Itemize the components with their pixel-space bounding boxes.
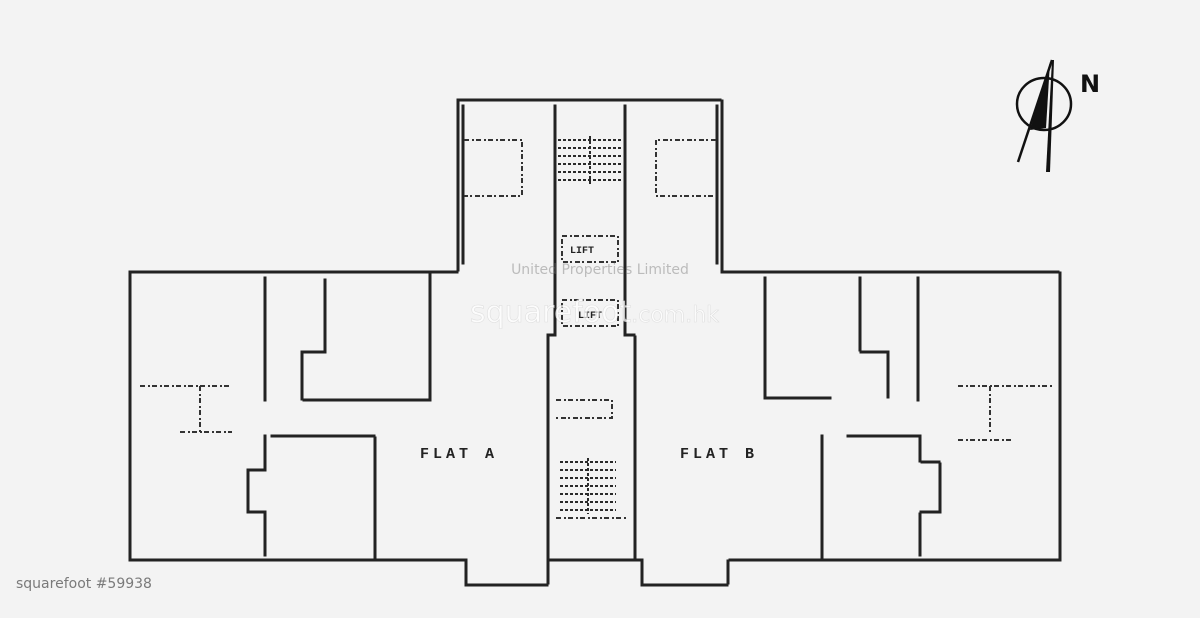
stair-landing — [556, 399, 613, 419]
flat-b-bath — [820, 434, 942, 562]
flat-a-bath — [246, 434, 377, 562]
lift-shaft — [561, 235, 619, 263]
outer-walls — [128, 98, 1062, 587]
watermark-site-main: squarefoot — [470, 295, 631, 330]
watermark: United Properties Limited squarefoot.com… — [470, 262, 720, 330]
flat-b-label: FLAT B — [680, 446, 758, 463]
building-outline — [128, 98, 1062, 587]
watermark-owner: United Properties Limited — [511, 262, 689, 278]
listing-reference-id: squarefoot #59938 — [16, 576, 152, 592]
flat-a-label: FLAT A — [420, 446, 498, 463]
watermark-site-tail: .com.hk — [631, 303, 719, 328]
flat-a: FLAT A — [140, 270, 498, 562]
core-walls-mid — [546, 270, 637, 562]
flat-b-wardrobe — [958, 385, 1052, 441]
north-arrow-icon: N — [1015, 59, 1100, 172]
north-core: LIFT LIFT — [464, 104, 716, 562]
lift-label: LIFT — [570, 246, 594, 257]
north-right-room — [655, 139, 716, 197]
north-letter: N — [1080, 70, 1100, 98]
flat-a-wardrobe — [140, 385, 232, 433]
watermark-site: squarefoot.com.hk — [470, 295, 719, 330]
north-stair — [558, 136, 622, 184]
inner-outline-north-tower — [461, 104, 719, 268]
flat-b: FLAT B — [680, 276, 1052, 562]
lobby-box — [561, 299, 619, 327]
lift-label-2: LIFT — [578, 311, 602, 322]
flat-a-bedroom — [300, 270, 432, 402]
flat-b-bedroom — [763, 276, 890, 400]
core-walls-top — [553, 104, 627, 274]
south-stair — [556, 399, 628, 519]
north-left-room — [464, 139, 523, 197]
